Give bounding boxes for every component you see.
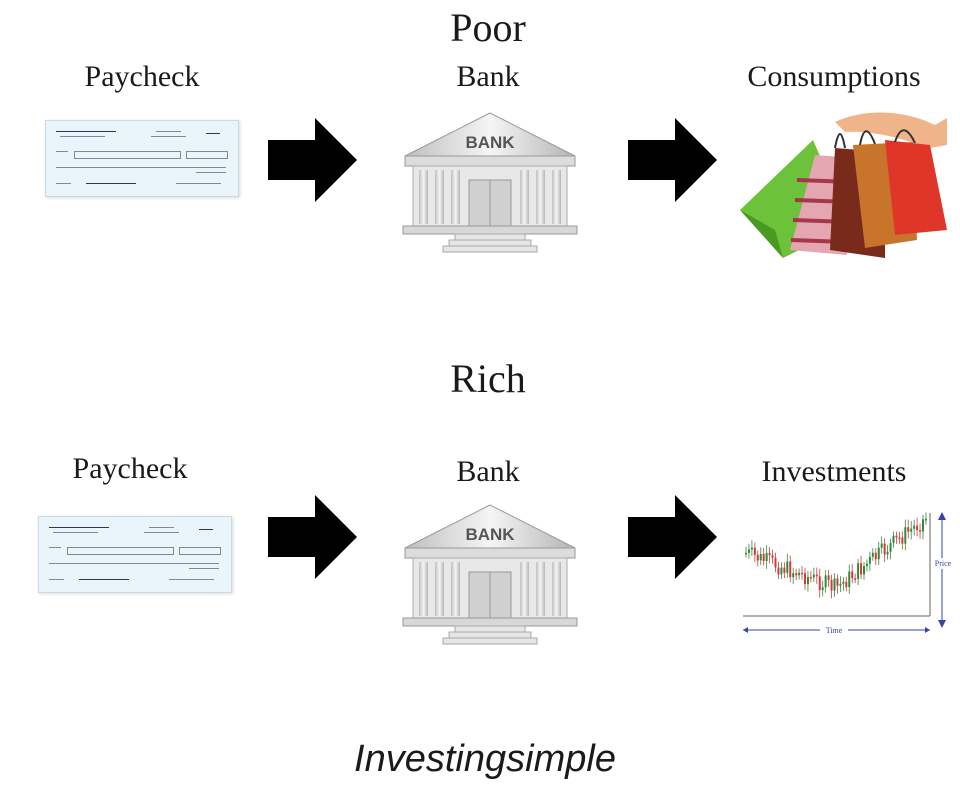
- arrow-right-icon: [268, 118, 357, 202]
- shopping-bags-icon: [740, 112, 947, 258]
- arrow-right-icon: [268, 495, 357, 579]
- paycheck-icon: [38, 516, 232, 593]
- section-heading-poor: Poor: [450, 5, 526, 50]
- arrow-right-icon: [628, 118, 717, 202]
- bank-sign: BANK: [465, 133, 515, 152]
- y-axis-label: Price: [935, 559, 952, 568]
- x-axis-label: Time: [826, 626, 843, 635]
- paycheck-icon: [45, 120, 239, 197]
- step-label-paycheck: Paycheck: [72, 452, 188, 485]
- bank-sign: BANK: [465, 525, 515, 544]
- stock-chart-icon: Time Price: [743, 512, 952, 635]
- step-label-paycheck: Paycheck: [84, 60, 200, 93]
- bank-icon: BANK: [402, 504, 578, 645]
- bank-icon: BANK: [402, 112, 578, 253]
- step-label-consumptions: Consumptions: [747, 60, 921, 93]
- step-label-bank: Bank: [456, 60, 520, 93]
- step-label-investments: Investments: [761, 455, 907, 488]
- footer-brand: Investingsimple: [354, 738, 616, 780]
- section-heading-rich: Rich: [450, 356, 526, 401]
- step-label-bank: Bank: [456, 455, 520, 488]
- arrow-right-icon: [628, 495, 717, 579]
